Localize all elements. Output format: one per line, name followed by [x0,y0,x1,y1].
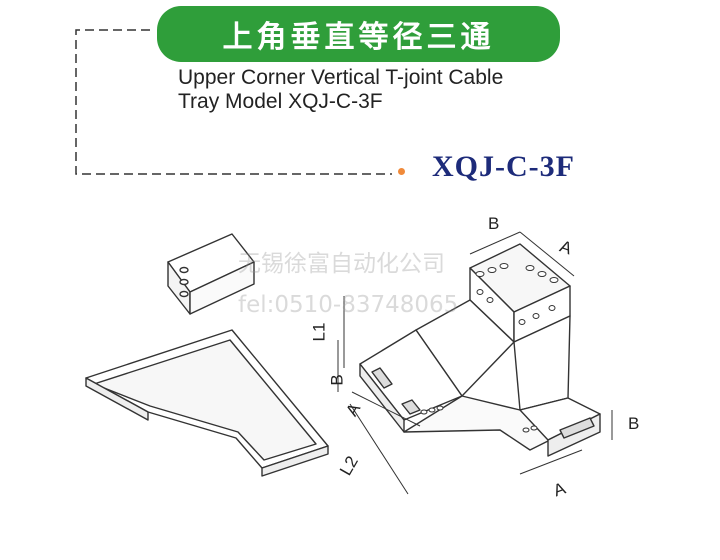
elbow-cover [85,329,329,477]
dim-b-top: B [488,214,500,233]
tee-right-arm [519,397,601,457]
dim-b-right: B [628,414,640,433]
cover-piece [167,233,255,315]
subtitle-line-1: Upper Corner Vertical T-joint Cable [178,66,504,89]
page-title: 上角垂直等径三通 [222,20,495,55]
subtitle: Upper Corner Vertical T-joint Cable Tray… [178,66,598,114]
watermark-phone: fel:0510-83748065 [238,292,459,318]
bullet-dot-icon [398,168,405,175]
dim-l1: L1 [309,322,329,342]
tee-left-arm [359,329,463,433]
title-badge: 上角垂直等径三通 [157,6,560,62]
dim-b-left: B [327,374,347,386]
subtitle-line-2: Tray Model XQJ-C-3F [178,90,383,113]
watermark-company: 无锡徐富自动化公司 [238,251,445,277]
model-code: XQJ-C-3F [432,150,575,183]
tee-top-arm [415,243,571,411]
